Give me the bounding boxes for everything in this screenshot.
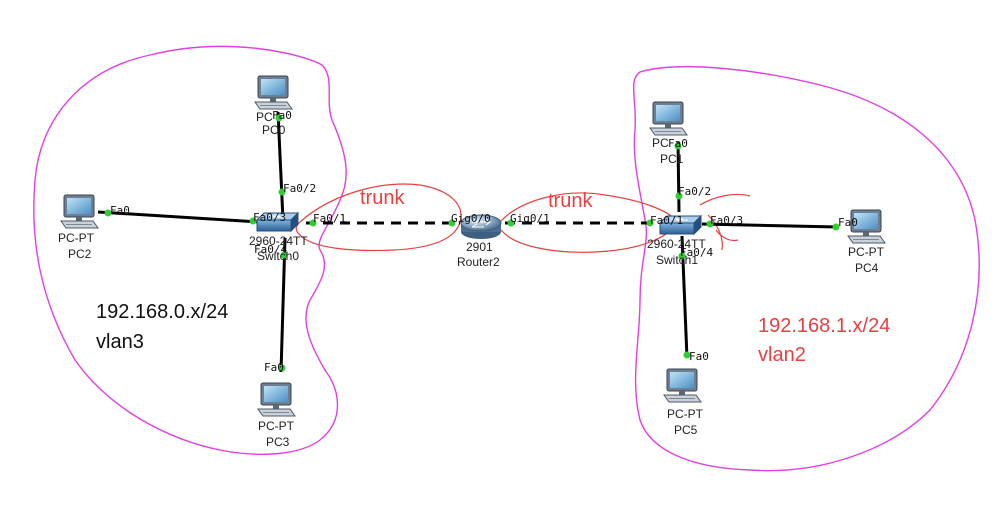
pc2-name-label: PC2 (68, 247, 92, 261)
pc1-name-label: PC1 (660, 152, 684, 166)
switch0-port-fa0-2: Fa0/2 (283, 182, 316, 195)
trunk-right-note: trunk (548, 190, 593, 212)
pc4-name-label: PC4 (855, 261, 879, 275)
switch1-model-label: 2960-24TT (647, 237, 706, 251)
link-pc0-switch0 (276, 111, 285, 221)
pc0-type-label: PC (256, 110, 273, 124)
switch1[interactable]: 2960-24TT Switch1 Fa0/2 Fa0/3 Fa0/4 Fa0/… (647, 185, 743, 267)
switch1-port-fa0-3: Fa0/3 (710, 214, 743, 227)
pc5-type-label: PC-PT (667, 407, 704, 421)
pc2-type-label: PC-PT (58, 231, 95, 245)
switch0-port-fa0-3: Fa0/3 (253, 211, 286, 224)
pc5-name-label: PC5 (674, 423, 698, 437)
pc-icon (60, 194, 99, 229)
switch1-port-fa0-2: Fa0/2 (678, 185, 711, 198)
pc5[interactable]: PC-PT PC5 Fa0 (663, 350, 709, 437)
vlan3-outline (33, 45, 347, 456)
pc0-name-label: PC0 (262, 123, 286, 137)
pc4[interactable]: PC-PT PC4 Fa0 (838, 209, 886, 275)
link-pc4-switch1 (701, 222, 839, 229)
pc3-type-label: PC-PT (258, 419, 295, 433)
right-subnet-note: 192.168.1.x/24 (758, 315, 890, 337)
switch0-model-label: 2960-24TT (249, 234, 308, 248)
router2-model-label: 2901 (466, 240, 493, 254)
pc-icon (257, 382, 296, 417)
pc2[interactable]: PC-PT PC2 Fa0 (58, 194, 130, 261)
router2-port-gig0-0: Gig0/0 (451, 212, 491, 225)
pc4-type-label: PC-PT (848, 245, 885, 259)
pc2-port-label: Fa0 (110, 204, 130, 217)
pc4-port-label: Fa0 (838, 216, 858, 229)
pc1[interactable]: PC PC1 Fa0 (649, 101, 688, 166)
switch1-port-fa0-1: Fa0/1 (650, 214, 683, 227)
trunk-left-note: trunk (360, 187, 405, 209)
trunk-left-loop (295, 183, 462, 252)
link-pc3-switch0 (279, 237, 287, 373)
pc0[interactable]: PC PC0 Fa0 (254, 75, 293, 137)
trunk-right-loop (498, 192, 679, 253)
router2-port-gig0-1: Gig0/1 (510, 212, 550, 225)
router2-name-label: Router2 (457, 255, 500, 269)
switch0-port-fa0-1: Fa0/1 (313, 212, 346, 225)
link-pc1-switch1 (676, 141, 681, 213)
switch0-name-label: Switch0 (257, 249, 299, 263)
pc3[interactable]: PC-PT PC3 Fa0 (257, 361, 296, 449)
switch1-scribble (699, 193, 751, 251)
pc-icon (649, 101, 688, 136)
pc3-name-label: PC3 (266, 435, 290, 449)
pc-icon (663, 368, 702, 403)
pc5-port-label: Fa0 (689, 350, 709, 363)
link-pc2-switch0 (97, 210, 261, 224)
switch1-name-label: Switch1 (656, 253, 698, 267)
pc1-type-label: PC (652, 136, 669, 150)
vlan2-outline (632, 66, 980, 472)
switch0-port-fa0-4: Fa0/4 (254, 243, 287, 256)
pc0-port-label: Fa0 (272, 109, 292, 122)
pc-icon (254, 75, 293, 110)
left-subnet-note: 192.168.0.x/24 (96, 301, 228, 323)
pc1-port-label: Fa0 (668, 137, 688, 150)
pc3-port-label: Fa0 (264, 361, 284, 374)
left-vlan-note: vlan3 (96, 331, 144, 353)
switch1-port-fa0-4: Fa0/4 (680, 246, 713, 259)
switch0[interactable]: 2960-24TT Switch0 Fa0/2 Fa0/3 Fa0/4 Fa0/… (249, 182, 346, 263)
right-vlan-note: vlan2 (758, 344, 806, 366)
port-dots (104, 114, 840, 372)
router2[interactable]: 2901 Router2 Gig0/0 Gig0/1 (451, 212, 550, 269)
